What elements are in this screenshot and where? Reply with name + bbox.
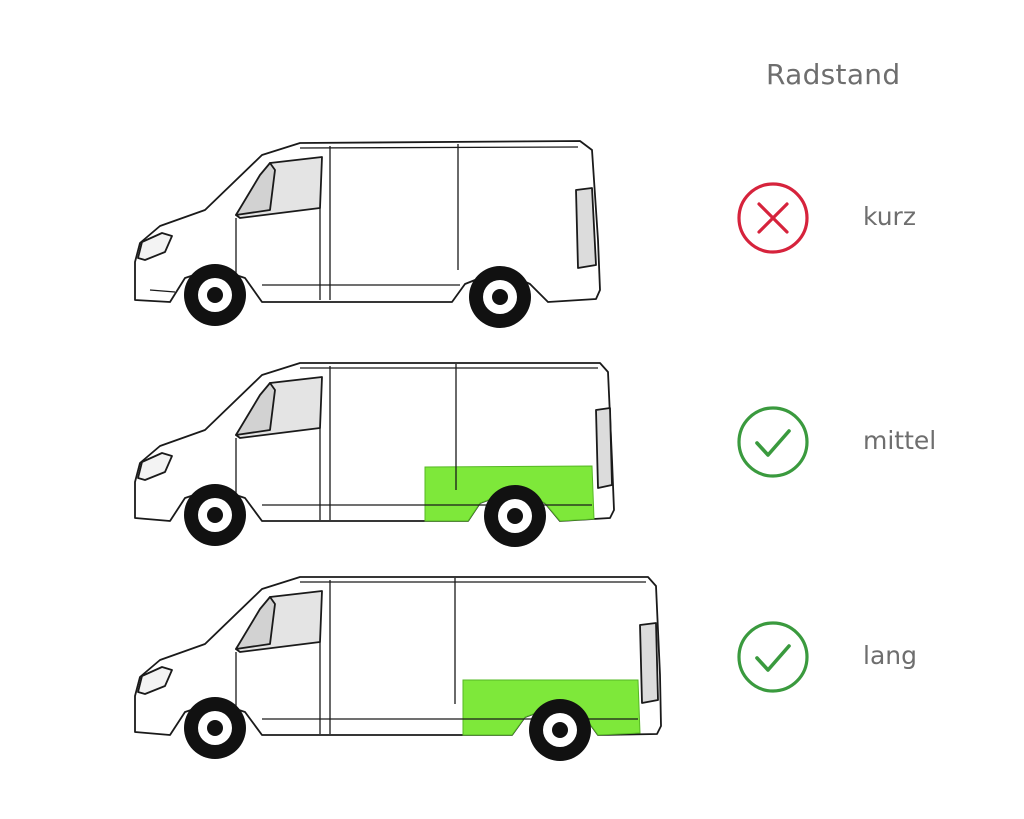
check-circle-icon — [737, 621, 809, 693]
highlight-rear-panel-long — [462, 679, 641, 736]
page-title: Radstand — [766, 58, 901, 91]
x-circle-icon — [737, 182, 809, 254]
highlight-rear-panel-medium — [424, 465, 595, 522]
check-circle-icon — [737, 406, 809, 478]
row-label-short: kurz — [863, 202, 916, 231]
row-label-long: lang — [863, 641, 917, 670]
row-label-medium: mittel — [863, 426, 937, 455]
